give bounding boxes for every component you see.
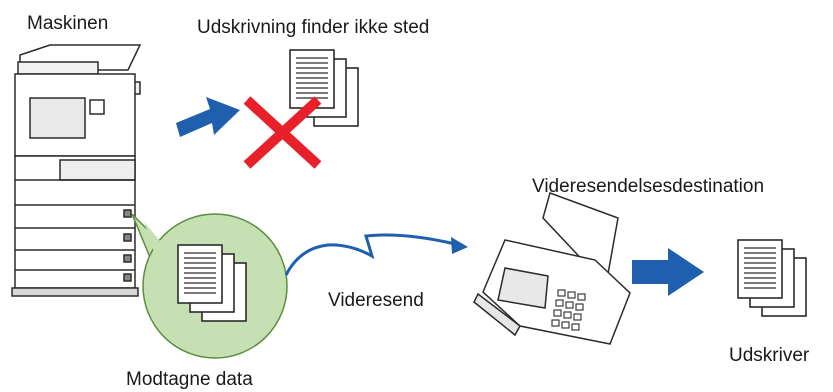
received-data-label: Modtagne data bbox=[126, 369, 253, 390]
forward-arrow-icon bbox=[284, 233, 468, 276]
output-arrow-icon bbox=[632, 248, 704, 296]
forwarding-destination-label: Videresendelsesdestination bbox=[532, 176, 765, 197]
machine-label: Maskinen bbox=[27, 13, 109, 34]
copier-icon bbox=[11, 44, 142, 297]
forward-label: Videresend bbox=[328, 290, 424, 311]
printed-pages-icon bbox=[737, 239, 807, 317]
printing-not-happening-label: Udskrivning finder ikke sted bbox=[197, 17, 430, 38]
prints-label: Udskriver bbox=[729, 345, 810, 366]
print-arrow-icon bbox=[176, 97, 240, 137]
cross-icon bbox=[243, 96, 322, 169]
fax-machine-icon bbox=[473, 192, 631, 345]
